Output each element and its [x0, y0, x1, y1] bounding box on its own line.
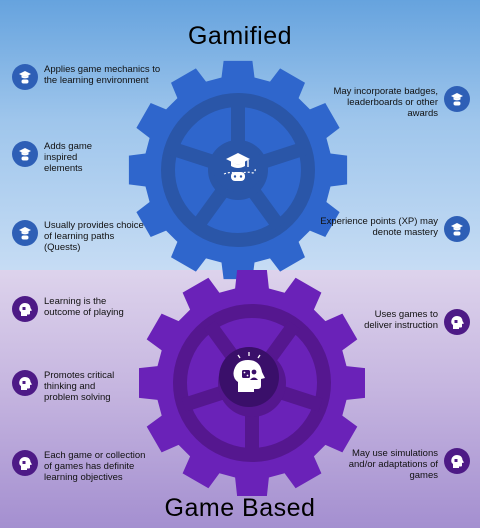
point-text: May incorporate badges, leaderboards or … — [333, 86, 438, 119]
point-text: Applies game mechanics to the learning e… — [44, 64, 161, 86]
gamified-point: Experience points (XP) may denote master… — [320, 216, 470, 242]
head-dice-icon — [12, 296, 38, 322]
head-dice-icon — [444, 448, 470, 474]
game-based-point: May use simulations and/or adaptations o… — [330, 448, 470, 481]
graduation-gamepad-icon — [12, 141, 38, 167]
game-based-point: Each game or collection of games has def… — [12, 450, 172, 483]
graduation-gamepad-icon — [444, 216, 470, 242]
head-dice-icon — [219, 347, 279, 407]
graduation-gamepad-icon — [213, 142, 263, 192]
gamified-point: Usually provides choice of learning path… — [12, 220, 162, 253]
point-text: Experience points (XP) may denote master… — [320, 216, 438, 238]
game-based-point: Learning is the outcome of playing — [12, 296, 152, 322]
game-based-point: Uses games to deliver instruction — [344, 309, 470, 335]
point-text: Uses games to deliver instruction — [364, 309, 438, 331]
gamified-point: Adds game inspired elements — [12, 141, 122, 174]
point-text: Usually provides choice of learning path… — [44, 220, 144, 253]
head-dice-icon — [12, 450, 38, 476]
game-based-title: Game Based — [164, 494, 316, 522]
point-text: Adds game inspired elements — [44, 141, 93, 174]
point-text: Promotes critical thinking and problem s… — [44, 370, 115, 403]
point-text: Each game or collection of games has def… — [44, 450, 146, 483]
head-dice-icon — [12, 370, 38, 396]
gamified-point: Applies game mechanics to the learning e… — [12, 64, 162, 90]
head-dice-icon — [444, 309, 470, 335]
point-text: Learning is the outcome of playing — [44, 296, 124, 318]
graduation-gamepad-icon — [444, 86, 470, 112]
point-text: May use simulations and/or adaptations o… — [348, 448, 438, 481]
game-based-point: Promotes critical thinking and problem s… — [12, 370, 152, 403]
graduation-gamepad-icon — [12, 64, 38, 90]
gamified-title: Gamified — [187, 22, 293, 50]
gamified-point: May incorporate badges, leaderboards or … — [330, 86, 470, 119]
graduation-gamepad-icon — [12, 220, 38, 246]
